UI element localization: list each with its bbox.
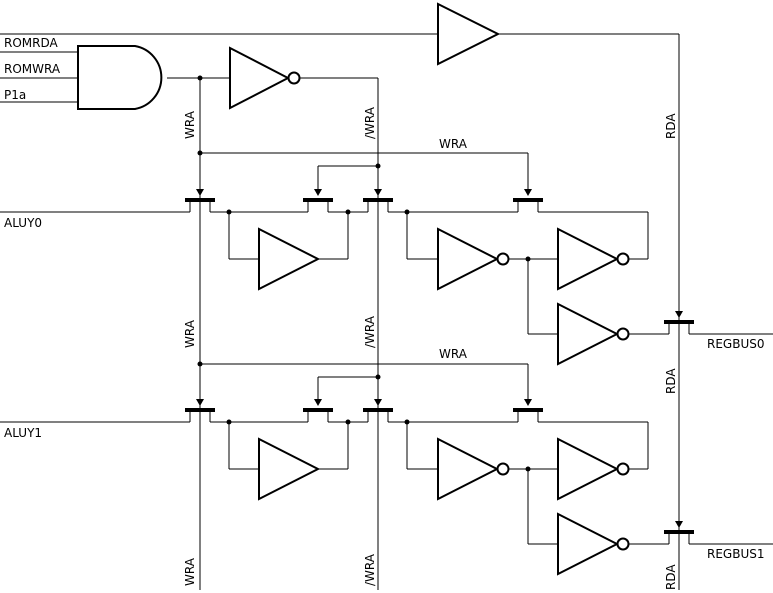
signal-labels: ROMRDA ROMWRA P1a ALUY0 ALUY1 REGBUS0 RE… <box>4 36 765 590</box>
label-nwra-v1: /WRA <box>363 106 377 139</box>
buffer-0 <box>258 227 321 291</box>
output-inverter-0 <box>557 302 620 366</box>
label-wra-v2: WRA <box>183 319 197 348</box>
label-rda-v1: RDA <box>664 113 678 139</box>
label-romwra: ROMWRA <box>4 62 61 76</box>
bit-cell-1 <box>0 361 773 576</box>
label-romrda: ROMRDA <box>4 36 59 50</box>
wra-inverter <box>229 46 291 110</box>
label-wra-v3: WRA <box>183 557 197 586</box>
label-aluy1: ALUY1 <box>4 426 42 440</box>
label-regbus1: REGBUS1 <box>707 547 765 561</box>
label-wra-h-mid: WRA <box>439 347 468 361</box>
buffer-1 <box>258 437 321 501</box>
bit-cell-0 <box>0 150 773 366</box>
label-wra-v1: WRA <box>183 110 197 139</box>
label-p1a: P1a <box>4 88 26 102</box>
label-nwra-v2: /WRA <box>363 315 377 348</box>
latch-inverter-0a <box>437 227 500 291</box>
and-gate <box>77 45 163 110</box>
rda-buffer <box>437 2 501 66</box>
label-rda-v3: RDA <box>664 564 678 590</box>
latch-inverter-0b <box>557 227 620 291</box>
label-regbus0: REGBUS0 <box>707 337 765 351</box>
label-nwra-v3: /WRA <box>363 553 377 586</box>
output-inverter-1 <box>557 512 620 576</box>
latch-inverter-1a <box>437 437 500 501</box>
label-wra-h-top: WRA <box>439 137 468 151</box>
control-logic <box>0 2 680 590</box>
label-rda-v2: RDA <box>664 368 678 394</box>
label-aluy0: ALUY0 <box>4 216 42 230</box>
latch-inverter-1b <box>557 437 620 501</box>
